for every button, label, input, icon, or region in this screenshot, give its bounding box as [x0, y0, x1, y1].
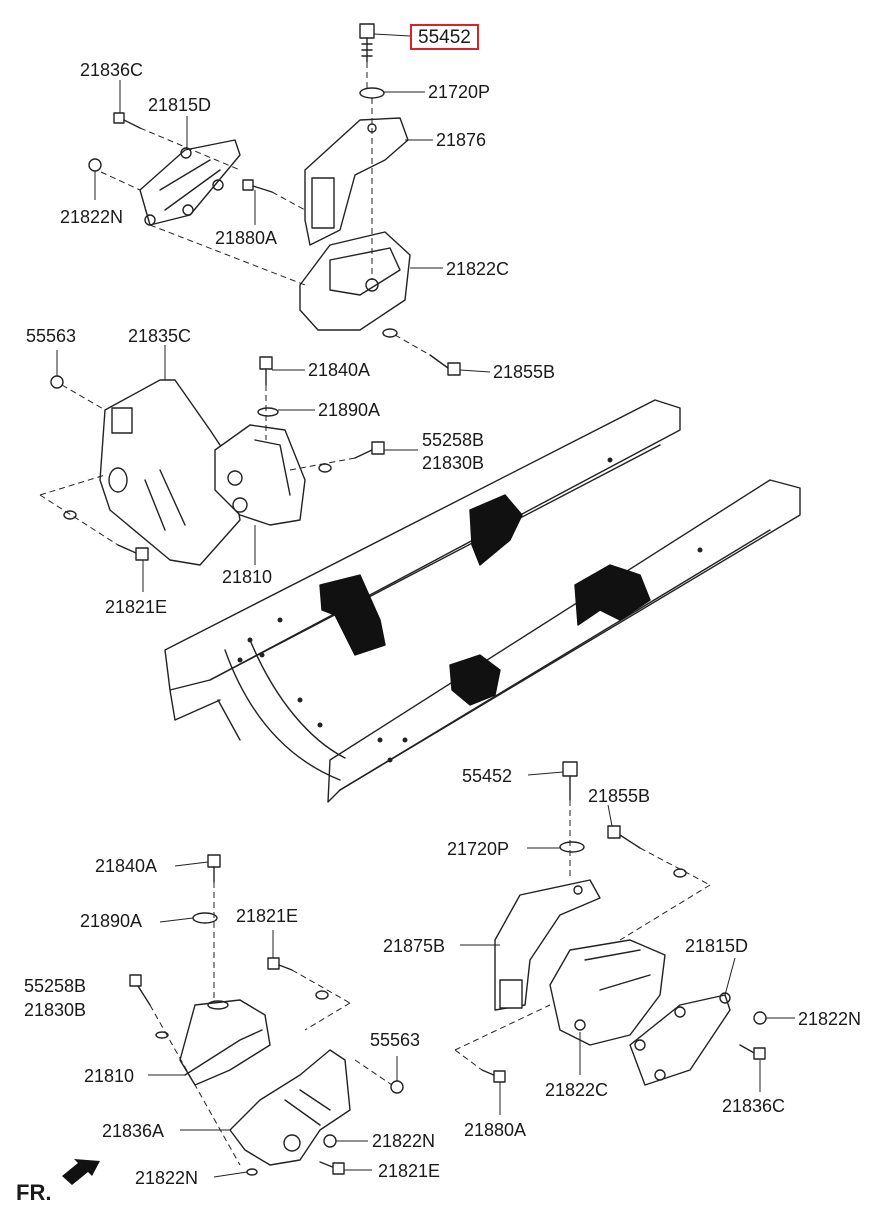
- insulator-21822c-bottom: [549, 939, 666, 1046]
- callout-insulator-21822c-bottom[interactable]: 21822C: [545, 1080, 609, 1100]
- callout-insulator-21810-top[interactable]: 21810: [222, 567, 273, 587]
- bolt-21830b-bottom: [129, 974, 151, 1006]
- callout-bolt-21836c-bottom[interactable]: 21836C: [722, 1096, 786, 1116]
- bolt-21836c-bottom: [739, 1044, 766, 1060]
- bolt-21880a-bottom: [481, 1069, 506, 1083]
- bolt-21836c-top: [113, 112, 141, 129]
- insulator-21810-top: [214, 424, 306, 526]
- washer-21822n-bottom-left: [246, 1168, 258, 1176]
- callout-bolt-55258b-top[interactable]: 55258B: [422, 430, 485, 450]
- bolt-55452-bottom: [562, 761, 578, 801]
- bolt-21880a-top: [242, 179, 273, 193]
- bolt-21821e-bottom: [319, 1161, 345, 1175]
- frame-mounts: [319, 494, 651, 706]
- washer-21890a-bottom: [192, 912, 218, 924]
- callout-nut-21822n-right[interactable]: 21822N: [798, 1009, 862, 1029]
- callout-washer-21890a-bottom[interactable]: 21890A: [80, 911, 143, 931]
- callout-bolt-21840a-bottom[interactable]: 21840A: [95, 856, 158, 876]
- callout-bolt-21830b-top[interactable]: 21830B: [422, 453, 485, 473]
- callout-washer-top[interactable]: 21720P: [428, 82, 491, 102]
- callout-bracket-21815d-top[interactable]: 21815D: [148, 95, 212, 115]
- callout-bolt-21855b-bottom[interactable]: 21855B: [588, 786, 651, 806]
- callout-nut-21822n-bottom-left[interactable]: 21822N: [135, 1168, 199, 1188]
- callout-bolt-21821e-top[interactable]: 21821E: [105, 597, 168, 617]
- callout-bolt-21836c-top[interactable]: 21836C: [80, 60, 144, 80]
- washer-21830b-bottom: [155, 1031, 169, 1039]
- bolt-21840a-top: [259, 356, 273, 386]
- callout-bolt-21830b-bottom[interactable]: 21830B: [24, 1000, 87, 1020]
- nut-21822n-bottom: [323, 1134, 337, 1148]
- callout-bolt-21821e-mid[interactable]: 21821E: [236, 906, 299, 926]
- callout-bolt-55452-bottom[interactable]: 55452: [462, 766, 513, 786]
- callout-insulator-top[interactable]: 21822C: [446, 259, 510, 279]
- callout-bracket-21836a[interactable]: 21836A: [102, 1121, 165, 1141]
- callout-bolt-21880a-top[interactable]: 21880A: [215, 228, 278, 248]
- callout-bracket-21875b[interactable]: 21875B: [383, 936, 446, 956]
- washer-21720p-bottom: [559, 841, 585, 853]
- bracket-21815d-bottom: [629, 992, 731, 1086]
- leader-lines: [56, 33, 795, 1178]
- callout-insulator-21810-bottom[interactable]: 21810: [84, 1066, 135, 1086]
- bolt-21821e-mid: [267, 957, 293, 971]
- nut-21822n-bottom-right: [753, 1011, 767, 1025]
- washer-bottom-right: [673, 868, 687, 878]
- frame-holes: [237, 457, 703, 763]
- callout-bracket-21835c[interactable]: 21835C: [128, 326, 192, 346]
- bolt-21855b-top: [429, 354, 461, 376]
- bolt-21830b-top: [354, 441, 385, 459]
- assembly-lines: [39, 62, 711, 1166]
- callout-nut-55563-top[interactable]: 55563: [26, 326, 77, 346]
- bracket-21876: [304, 117, 409, 246]
- callout-bolt-21880a-bottom[interactable]: 21880A: [464, 1120, 527, 1140]
- washer-21830b-top: [318, 463, 332, 473]
- frame-rail-left: [164, 399, 681, 721]
- washer-top-right: [382, 328, 398, 338]
- nut-55563-top: [50, 375, 64, 389]
- bracket-21815d-top: [139, 139, 241, 226]
- bolt-21821e-top: [117, 544, 149, 561]
- front-direction-arrow-icon: [62, 1159, 100, 1185]
- insulator-21822c-top: [299, 231, 411, 331]
- frame-crossmember: [217, 639, 346, 781]
- callout-bolt-55258b-bottom[interactable]: 55258B: [24, 976, 87, 996]
- callout-bracket-21876[interactable]: 21876: [436, 130, 487, 150]
- nut-21822n-top: [88, 158, 102, 172]
- washer-21821e-top: [63, 510, 77, 520]
- bracket-21836a: [229, 1049, 351, 1166]
- washer-21821e-mid: [315, 990, 329, 1000]
- callout-bolt-21821e-bottom[interactable]: 21821E: [378, 1161, 441, 1181]
- washer-21720p-top: [359, 87, 385, 99]
- bolt-55452-top: [359, 23, 375, 63]
- bolt-21840a-bottom: [207, 854, 221, 883]
- callout-bolt-21855b-top[interactable]: 21855B: [493, 362, 556, 382]
- callout-bracket-21815d-bottom[interactable]: 21815D: [685, 936, 749, 956]
- callout-washer-21720p-bottom[interactable]: 21720P: [447, 839, 510, 859]
- insulator-21810-bottom: [179, 999, 271, 1086]
- callout-washer-21890a-top[interactable]: 21890A: [318, 400, 381, 420]
- bracket-21835c: [99, 379, 241, 566]
- nut-55563-bottom: [390, 1080, 404, 1094]
- washer-21890a-top: [257, 407, 279, 417]
- bracket-21875b: [494, 879, 601, 1011]
- callout-highlighted[interactable]: 55452: [410, 24, 479, 50]
- callout-nut-21822n-bottom[interactable]: 21822N: [372, 1131, 436, 1151]
- callout-nut-55563-bottom[interactable]: 55563: [370, 1030, 421, 1050]
- callout-nut-21822n-top[interactable]: 21822N: [60, 207, 124, 227]
- bolt-21855b-bottom: [607, 825, 641, 849]
- callout-bolt-21840a-top[interactable]: 21840A: [308, 360, 371, 380]
- frame-rail-right: [327, 479, 801, 803]
- front-direction-label: FR.: [16, 1180, 52, 1205]
